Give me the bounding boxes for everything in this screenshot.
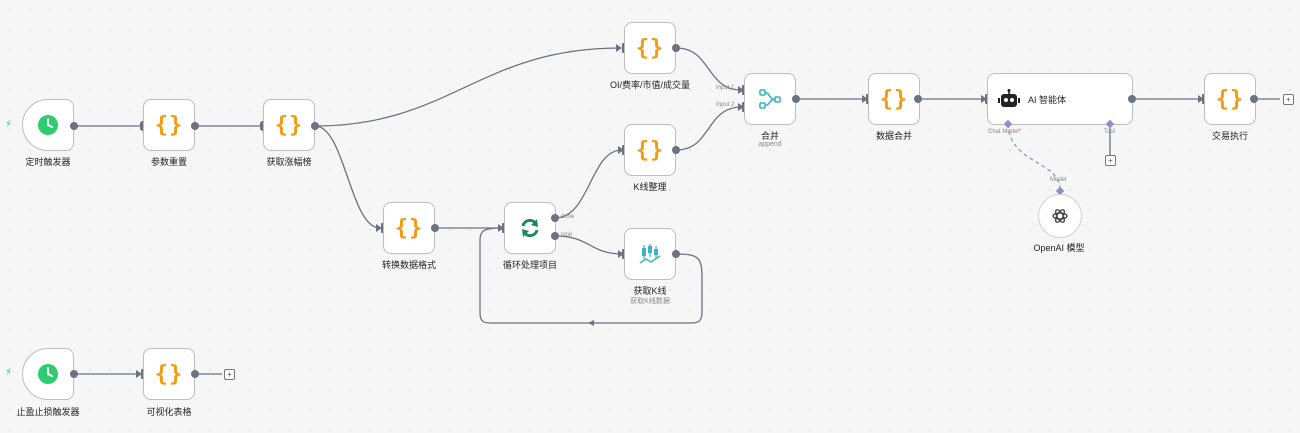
node-label: 数据合并 [875,131,913,141]
arrow-datamerge [862,95,868,103]
loop-port-label: loop [561,232,573,238]
node-get-kline[interactable] [624,228,676,280]
node-visual-table[interactable]: {} [143,348,195,400]
arrow-convert [376,224,382,232]
node-label: 止盈止损触发器 [16,407,80,417]
output-handle[interactable] [672,146,680,154]
edge-done-kline-sort [554,149,623,219]
curly-braces-icon: {} [394,215,424,241]
node-label: 合并 [760,131,780,141]
arrow-agent [981,95,987,103]
curly-braces-icon: {} [879,86,909,112]
edge-gainers-convert [314,125,381,229]
node-label: OpenAI 模型 [1033,243,1085,253]
refresh-icon [521,218,539,238]
output-handle[interactable] [1250,95,1258,103]
node-sublabel: append [758,141,782,148]
arrow-oi [616,44,622,52]
node-label: 循环处理项目 [502,260,558,270]
done-port-label: done [561,214,575,220]
node-loop-items[interactable] [504,202,556,254]
node-merge[interactable] [744,73,796,125]
arrow-merge-2 [738,103,744,111]
input2-label: Input 2 [716,102,735,108]
output-handle[interactable] [1128,95,1136,103]
node-title: AI 智能体 [1028,94,1067,105]
arrow-get-kline [618,250,624,258]
curly-braces-icon: {} [635,35,665,61]
done-output-handle[interactable] [551,214,559,222]
openai-icon [1052,209,1068,223]
arrow-visual [136,370,142,378]
lightning-icon: ⚡ [5,119,13,130]
arrow-loop [498,224,504,232]
node-label: 可视化表格 [146,407,192,417]
merge-icon [759,89,781,109]
edge-kline-sort-merge [675,106,743,151]
node-label: OI/费率/市值/成交量 [609,80,691,90]
output-handle[interactable] [70,122,78,130]
add-node-button[interactable]: + [1283,94,1294,105]
edge-loop-get-kline [554,235,623,255]
add-tool-button[interactable]: + [1105,155,1116,166]
candlestick-icon [639,244,661,264]
node-ai-agent[interactable]: AI 智能体 [987,73,1133,125]
curly-braces-icon: {} [274,112,304,138]
output-handle[interactable] [70,370,78,378]
node-label: 转换数据格式 [381,260,437,270]
edge-gainers-oi [314,47,621,127]
node-sublabel: 获取K线数据 [630,298,670,305]
arrow-merge-1 [738,86,744,94]
curly-braces-icon: {} [154,361,184,387]
node-kline-sort[interactable]: {} [624,124,676,176]
arrow-trade [1198,95,1204,103]
output-handle[interactable] [311,122,319,130]
tool-label: Tool [1104,129,1116,135]
output-handle[interactable] [191,122,199,130]
curly-braces-icon: {} [1215,86,1245,112]
output-handle[interactable] [191,370,199,378]
add-node-button[interactable]: + [224,369,235,380]
curly-braces-icon: {} [154,112,184,138]
output-handle[interactable] [914,95,922,103]
node-get-gainers[interactable]: {} [263,99,315,151]
clock-icon [38,364,58,384]
node-label: 参数重置 [150,157,188,167]
output-handle[interactable] [672,44,680,52]
arrow-kline-sort [618,146,624,154]
node-label: 获取涨幅榜 [266,157,312,167]
lightning-icon: ⚡ [5,367,13,378]
node-trade-exec[interactable]: {} [1204,73,1256,125]
node-label: 交易执行 [1211,131,1249,141]
node-param-reset[interactable]: {} [143,99,195,151]
node-convert-format[interactable]: {} [383,202,435,254]
edge-oi-merge [675,47,743,91]
robot-icon [998,89,1020,107]
edge-model-chat [1007,123,1061,191]
clock-icon [38,115,58,135]
output-handle[interactable] [792,95,800,103]
node-oi-rate[interactable]: {} [624,22,676,74]
model-port-label: Model [1050,177,1067,183]
arrow-back [588,320,594,326]
output-handle[interactable] [672,250,680,258]
node-openai-model[interactable] [1038,194,1082,238]
node-label: 定时触发器 [25,157,71,167]
node-label: 获取K线 [633,286,667,296]
chat-model-label: Chat Model* [988,129,1022,135]
node-data-merge[interactable]: {} [868,73,920,125]
loop-output-handle[interactable] [551,232,559,240]
curly-braces-icon: {} [635,137,665,163]
output-handle[interactable] [431,224,439,232]
node-tp-sl-trigger[interactable] [22,348,74,400]
node-timer-trigger[interactable] [22,99,74,151]
node-label: K线整理 [633,182,667,192]
input1-label: Input 1 [716,85,735,91]
